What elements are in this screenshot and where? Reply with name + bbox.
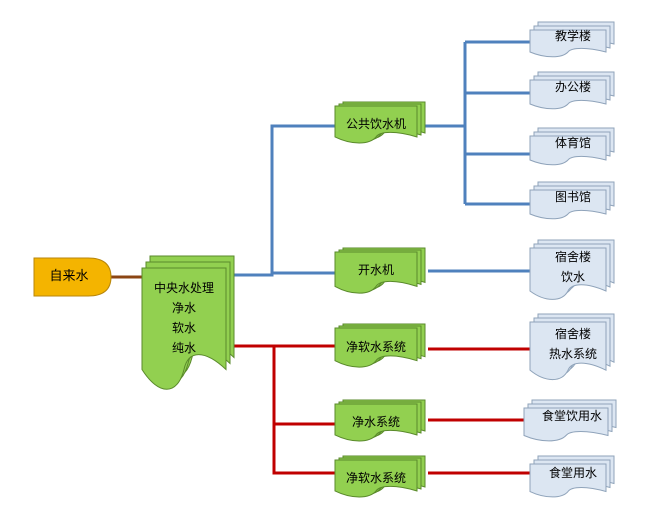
processor-public-node-layer-3 <box>334 105 418 144</box>
processor-softener-1-node-layer-3 <box>334 327 418 368</box>
destination-canteen-drink-node <box>523 399 617 442</box>
processor-softener-2-node <box>334 455 426 498</box>
processor-softener-2-node-layer-3 <box>334 459 418 498</box>
processor-boiling-node <box>334 247 426 294</box>
destination-canteen-drink-node-layer-3 <box>523 407 609 442</box>
processor-purifier-node-layer-3 <box>334 403 418 442</box>
processor-boiling-node-layer-3 <box>334 251 418 294</box>
destination-library-node <box>529 181 615 220</box>
destination-dorm-drink-node <box>529 239 615 300</box>
destination-teaching-node <box>529 21 615 58</box>
destination-gym-node <box>529 127 615 166</box>
connector-central-public <box>232 124 338 277</box>
destination-dorm-hot-node-layer-3 <box>529 321 607 381</box>
processor-public-node <box>334 101 426 144</box>
destination-office-node-layer-3 <box>529 79 607 110</box>
destination-canteen-use-node <box>529 455 615 498</box>
processor-softener-1-node <box>334 323 426 368</box>
destination-teaching-node-layer-3 <box>529 29 607 58</box>
central-node-layer-3 <box>141 267 227 390</box>
central-node <box>141 255 235 390</box>
source-node <box>33 257 112 297</box>
processor-purifier-node <box>334 399 426 442</box>
destination-gym-node-layer-3 <box>529 135 607 166</box>
destination-dorm-hot-node <box>529 313 615 381</box>
destination-canteen-use-node-layer-3 <box>529 463 607 498</box>
destination-library-node-layer-3 <box>529 189 607 220</box>
connector-central-softener <box>230 344 338 475</box>
destination-office-node <box>529 71 615 110</box>
destination-dorm-drink-node-layer-3 <box>529 247 607 300</box>
